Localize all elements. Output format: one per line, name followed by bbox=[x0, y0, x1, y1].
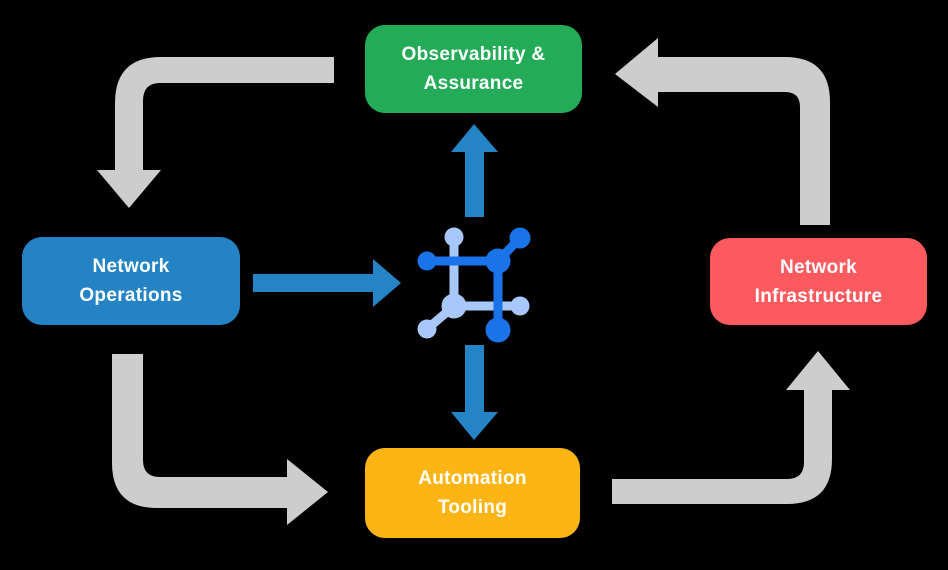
node-infrastructure-line1: Network bbox=[779, 256, 858, 278]
node-automation-line1: Automation bbox=[418, 468, 527, 489]
network-mesh-icon bbox=[417, 227, 531, 343]
node-network-operations: Network Operations bbox=[22, 237, 240, 325]
node-infrastructure-line2: Infrastructure bbox=[754, 285, 883, 307]
node-operations-line1: Network bbox=[92, 256, 170, 277]
arrow-bottom-left bbox=[112, 354, 328, 525]
node-observability-line2: Assurance bbox=[423, 73, 524, 94]
node-network-infrastructure: Network Infrastructure bbox=[710, 238, 927, 325]
node-observability-line1: Observability & bbox=[401, 44, 546, 65]
node-operations-line2: Operations bbox=[79, 285, 183, 306]
node-automation-tooling: Automation Tooling bbox=[365, 448, 580, 538]
arrow-top-right bbox=[615, 38, 830, 225]
arrow-top-left bbox=[97, 57, 334, 208]
arrow-bottom-right bbox=[612, 351, 850, 504]
arrow-center-to-automation bbox=[451, 345, 498, 440]
arrow-operations-to-center bbox=[253, 259, 401, 307]
node-automation-line2: Tooling bbox=[437, 497, 508, 518]
arrow-center-to-observability bbox=[451, 124, 498, 217]
node-observability-assurance: Observability & Assurance bbox=[365, 25, 582, 113]
